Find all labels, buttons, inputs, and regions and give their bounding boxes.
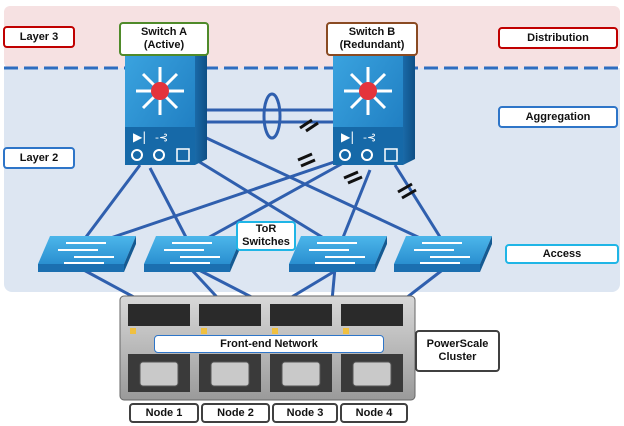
aggregation-label: Aggregation [498, 106, 618, 128]
access-switch-icon [144, 236, 242, 272]
access-label: Access [505, 244, 619, 264]
core-switch-icon: ▶| -⊰ [125, 49, 207, 165]
node-label: Node 1 [129, 403, 199, 423]
link-aggregation-ring [262, 92, 282, 140]
svg-text:▶|: ▶| [341, 130, 354, 144]
node-label: Node 4 [340, 403, 408, 423]
layer2-label: Layer 2 [3, 147, 75, 169]
node-label: Node 3 [272, 403, 338, 423]
layer3-label: Layer 3 [3, 26, 75, 48]
tor-switches-label: ToR Switches [236, 221, 296, 251]
svg-text:-⊰: -⊰ [363, 131, 376, 144]
access-switch-icon [394, 236, 492, 272]
switch-b-label: Switch B (Redundant) [326, 22, 418, 56]
access-switch-icon [289, 236, 387, 272]
blocked-link-marks [297, 118, 417, 200]
uplinks [78, 108, 447, 247]
svg-text:▶|: ▶| [133, 130, 146, 144]
frontend-network-label: Front-end Network [154, 335, 384, 353]
node-label: Node 2 [201, 403, 270, 423]
svg-text:-⊰: -⊰ [155, 131, 168, 144]
distribution-label: Distribution [498, 27, 618, 49]
access-switch-icon [38, 236, 136, 272]
cluster-label: PowerScale Cluster [415, 330, 500, 372]
switch-a-label: Switch A (Active) [119, 22, 209, 56]
core-switch-icon: ▶| -⊰ [333, 49, 415, 165]
